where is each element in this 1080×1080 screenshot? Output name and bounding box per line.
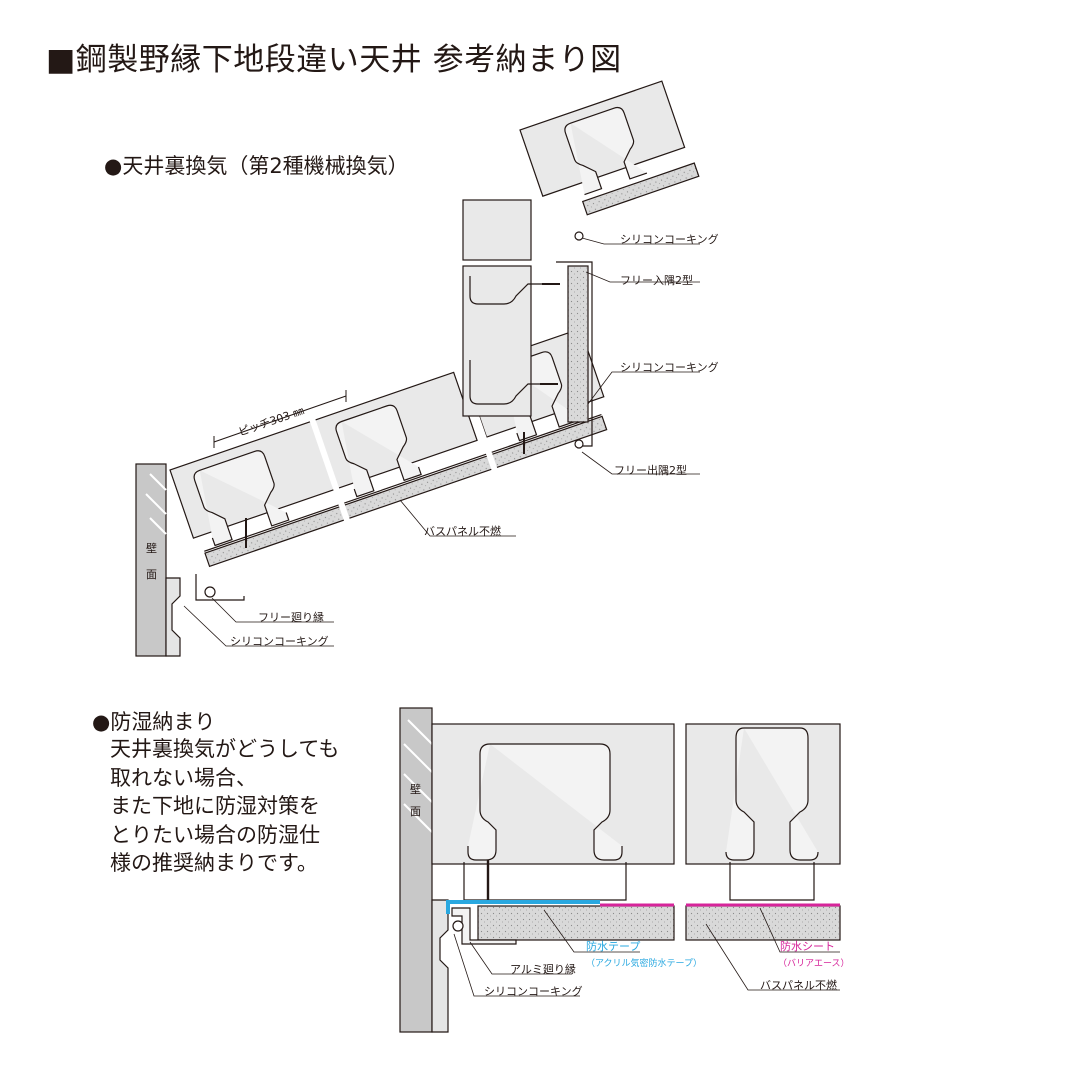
wall	[135, 463, 181, 657]
leader-lines-s2	[453, 907, 840, 997]
tape-sub-label: （アクリル気密防水テープ）	[586, 957, 702, 969]
wall-s2	[399, 707, 433, 1033]
edge-label: フリー廻り縁	[258, 610, 324, 624]
caulk-top-label: シリコンコーキング	[620, 232, 719, 246]
description-line: 様の推奨納まりです。	[110, 851, 318, 875]
outer-corner-label: フリー出隅2型	[614, 463, 687, 477]
tape-label: 防水テープ	[586, 939, 640, 953]
inner-corner-label: フリー入隅2型	[620, 273, 693, 287]
section1-heading: ●天井裏換気（第2種機械換気）	[104, 154, 409, 178]
waterproof-tape	[446, 900, 600, 914]
wall-label-s1-2: 面	[146, 568, 157, 581]
wall-label-s2-1: 壁	[410, 782, 421, 796]
lower-sloped-ceiling	[169, 327, 608, 568]
description-line: 取れない場合、	[110, 765, 257, 790]
caulk-label-s2: シリコンコーキング	[484, 984, 583, 998]
leader-lines	[183, 237, 700, 647]
moisture-proof-detail	[399, 707, 841, 1033]
description-line: とりたい場合の防湿仕	[110, 822, 320, 847]
description-line: 天井裏換気がどうしても	[110, 737, 340, 761]
upper-sloped-ceiling	[519, 80, 700, 216]
vertical-step	[462, 199, 593, 449]
sheet-label: 防水シート	[780, 939, 835, 953]
caulk-bottom-label: シリコンコーキング	[230, 634, 329, 648]
ventilation-detail	[135, 80, 700, 657]
panel-label: バスパネル不燃	[424, 524, 501, 538]
section2-heading: ●防湿納まり	[92, 710, 216, 734]
wall-label-s2-2: 面	[410, 805, 421, 818]
wall-label-s1-1: 壁	[146, 541, 157, 555]
edge-label-s2: アルミ廻り縁	[510, 962, 576, 976]
panel-label-s2: バスパネル不燃	[760, 978, 837, 992]
section2-description: 天井裏換気がどうしても 取れない場合、 また下地に防湿対策を とりたい場合の防湿…	[110, 735, 339, 878]
page-title: ■鋼製野縁下地段違い天井 参考納まり図	[46, 42, 622, 78]
description-line: また下地に防湿対策を	[110, 794, 320, 818]
caulk-mid-label: シリコンコーキング	[620, 360, 719, 374]
sheet-sub-label: （バリアエース）	[778, 958, 850, 969]
